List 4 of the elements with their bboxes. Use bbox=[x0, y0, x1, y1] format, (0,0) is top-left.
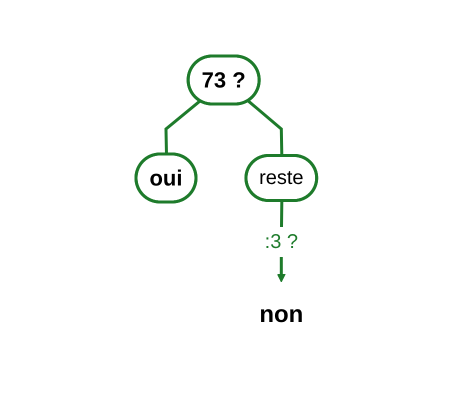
node-text: non bbox=[260, 300, 304, 328]
edge-label: :3 ? bbox=[264, 230, 298, 252]
connector bbox=[164, 99, 202, 154]
connector bbox=[248, 99, 284, 156]
